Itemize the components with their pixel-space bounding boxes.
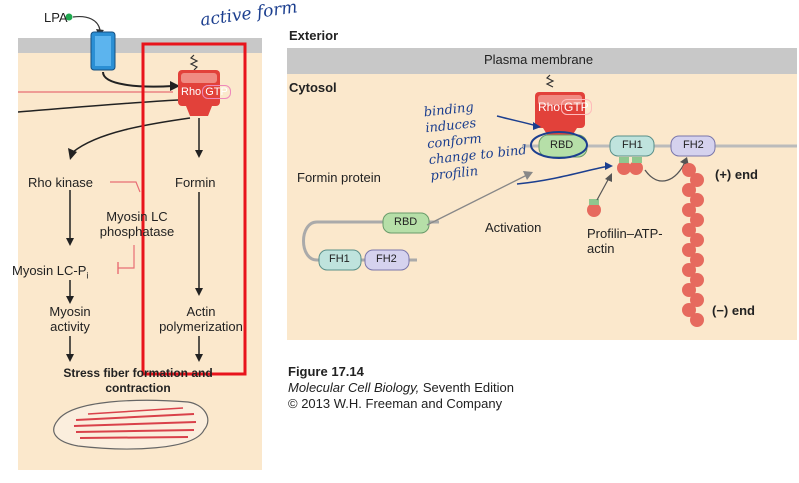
profilin-actin-monomer <box>587 203 601 217</box>
cytosol-label: Cytosol <box>289 80 337 95</box>
left-panel-graphics <box>18 13 262 470</box>
fh2-domain-top <box>670 135 716 157</box>
left-gtp-text: GTP <box>202 85 231 99</box>
figure-number: Figure 17.14 <box>288 364 364 379</box>
fh1-label-top: FH1 <box>622 139 643 151</box>
right-membrane <box>287 48 797 74</box>
left-membrane <box>18 38 262 53</box>
fh2-label-top: FH2 <box>683 139 704 151</box>
right-panel-graphics <box>287 48 797 340</box>
lpa-label: LPA <box>44 10 68 25</box>
plasma-membrane-label: Plasma membrane <box>484 52 594 67</box>
profilin-label: Profilin–ATP-actin <box>587 226 663 256</box>
rho-kinase-label: Rho kinase <box>28 175 94 190</box>
myosin-activity-label: Myosin activity <box>49 304 91 334</box>
lpa-molecule <box>65 13 73 21</box>
right-gtp-text: GTP <box>561 99 592 115</box>
formin-protein-label: Formin protein <box>297 170 381 185</box>
book-title-line: Molecular Cell Biology, Seventh Edition <box>288 380 628 395</box>
cell-with-stress-fibers <box>53 399 209 450</box>
copyright: © 2013 W.H. Freeman and Company <box>288 396 503 411</box>
myosin-lc-phosphatase-label: Myosin LC phosphatase <box>99 209 175 239</box>
plus-end-label: (+) end <box>715 167 758 182</box>
rbd-label-inactive: RBD <box>394 216 418 228</box>
handwritten-binding-note: binding induces conform change to bind p… <box>423 100 528 185</box>
rbd-domain-inactive <box>382 212 430 234</box>
fh2-domain-inactive <box>364 249 410 271</box>
rbd-label-top: RBD <box>550 139 574 151</box>
minus-end-label: (−) end <box>712 303 755 318</box>
myosin-lc-pi-subscript: i <box>86 270 89 281</box>
book-title: Molecular Cell Biology, <box>288 380 420 395</box>
fh1-label-inactive: FH1 <box>329 253 350 265</box>
myosin-lc-pi-text: Myosin LC-P <box>12 263 87 278</box>
stress-fiber-label: Stress fiber formation and contraction <box>63 366 213 395</box>
formin-label: Formin <box>175 175 216 190</box>
exterior-label: Exterior <box>289 28 339 43</box>
edition: Seventh Edition <box>419 380 514 395</box>
activation-label: Activation <box>485 220 542 235</box>
fh1-domain-top <box>609 135 655 157</box>
actin-polymerization-label: Actin polymerization <box>159 304 243 334</box>
myosin-lc-pi-label: Myosin LC-Pi <box>12 263 88 281</box>
actin-filament <box>682 163 704 327</box>
figure-caption: Figure 17.14 Molecular Cell Biology, Sev… <box>288 364 628 411</box>
fh2-label-inactive: FH2 <box>376 253 397 265</box>
right-rho-text: Rho <box>538 100 561 114</box>
fh1-domain-inactive <box>318 249 362 271</box>
left-rho-text: Rho <box>181 86 202 98</box>
highlight-box <box>141 42 247 376</box>
